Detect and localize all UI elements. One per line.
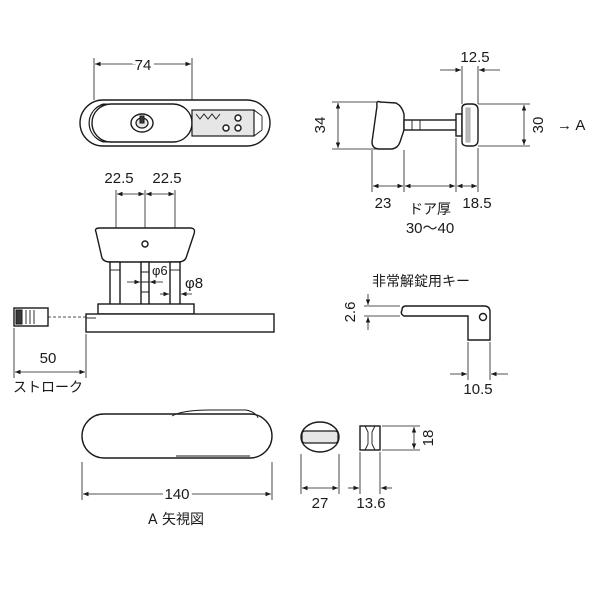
stroke-value-label: 50	[40, 350, 57, 367]
latch-bolt	[191, 109, 263, 137]
pin-diameter-label: φ8	[185, 275, 203, 292]
door-thickness-range: 30～40	[406, 220, 454, 237]
key-length-label: 10.5	[463, 381, 492, 398]
stroke-label: ストローク	[13, 380, 83, 396]
dimension-key-length: 10.5	[450, 342, 508, 398]
dimension-pin-diameter: φ8	[160, 275, 203, 297]
front-base-plate	[85, 313, 275, 333]
view-a-arrow-label: → A	[557, 117, 585, 134]
dimension-key-thickness: 2.6	[342, 294, 400, 330]
dimension-side-knob-width: 12.5	[440, 49, 500, 104]
knob-spacing-right-label: 22.5	[152, 170, 181, 187]
side-thumbturn-right	[461, 103, 479, 147]
emergency-key: 非常解錠用キー 2.6 10.5	[342, 274, 508, 398]
dimension-side-depths: 23 18.5 ドア厚 30～40	[371, 138, 492, 237]
dimension-side-height-left: 34	[312, 101, 378, 150]
view-a-thumbturn: 27	[300, 421, 340, 512]
view-a-plate	[81, 413, 273, 459]
side-knob-left	[371, 100, 405, 150]
view-a-slot: 13.6 18	[348, 425, 437, 512]
top-view: 74	[79, 54, 271, 147]
door-thickness-label: ドア厚	[409, 202, 451, 218]
side-view: 12.5 34 30 → A 23 1	[312, 49, 585, 237]
slot-height-label: 18	[420, 430, 437, 447]
bottom-width-label: 140	[164, 486, 189, 503]
front-base-block	[97, 303, 195, 315]
view-a-indicator: → A	[557, 117, 585, 134]
cylinder-icon	[130, 113, 154, 133]
slot-width-label: 13.6	[356, 495, 385, 512]
emergency-key-label: 非常解錠用キー	[372, 274, 470, 290]
top-width-label: 74	[135, 57, 152, 74]
dimension-stroke: 50 ストローク	[13, 328, 87, 396]
dimension-bottom-width: 140 A 矢視図	[81, 462, 273, 528]
key-thickness-label: 2.6	[342, 302, 359, 323]
front-pin-right	[169, 261, 181, 307]
view-a-label: A 矢視図	[148, 512, 204, 528]
dimension-side-height-right: 30	[478, 103, 547, 147]
dimension-top-width: 74	[93, 54, 193, 100]
front-latch-bolt	[13, 307, 86, 327]
side-inner-depth-label: 18.5	[462, 195, 491, 212]
shaft-diameter-label: φ6	[152, 263, 168, 278]
side-height-left-label: 34	[312, 117, 329, 134]
side-knob-width-label: 12.5	[460, 49, 489, 66]
side-height-right-label: 30	[530, 117, 547, 134]
side-knob-depth-label: 23	[375, 195, 392, 212]
front-view: 22.5 22.5 φ6 φ8	[13, 170, 275, 396]
side-rose-right	[455, 113, 463, 137]
dimension-shaft-diameter: φ6	[127, 263, 168, 285]
knob-spacing-left-label: 22.5	[104, 170, 133, 187]
front-shaft	[140, 261, 150, 309]
front-pin-left	[109, 261, 121, 307]
view-a: 140 A 矢視図 27 13.6 18	[81, 409, 437, 528]
emergency-key-shape	[400, 305, 491, 341]
thumb-width-label: 27	[312, 495, 329, 512]
